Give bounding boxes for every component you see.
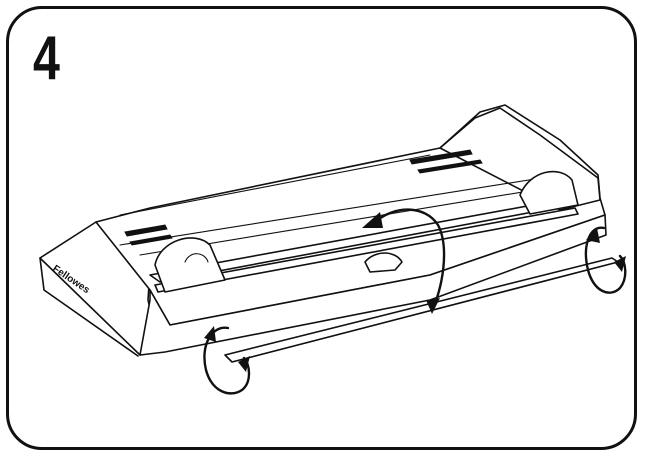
- rotation-arrow-center: [362, 208, 446, 314]
- step-number: 4: [33, 24, 60, 93]
- rotation-arrow-right: [584, 226, 627, 294]
- rotation-arrow-left: [203, 326, 251, 395]
- trimmer-base: [39, 104, 607, 357]
